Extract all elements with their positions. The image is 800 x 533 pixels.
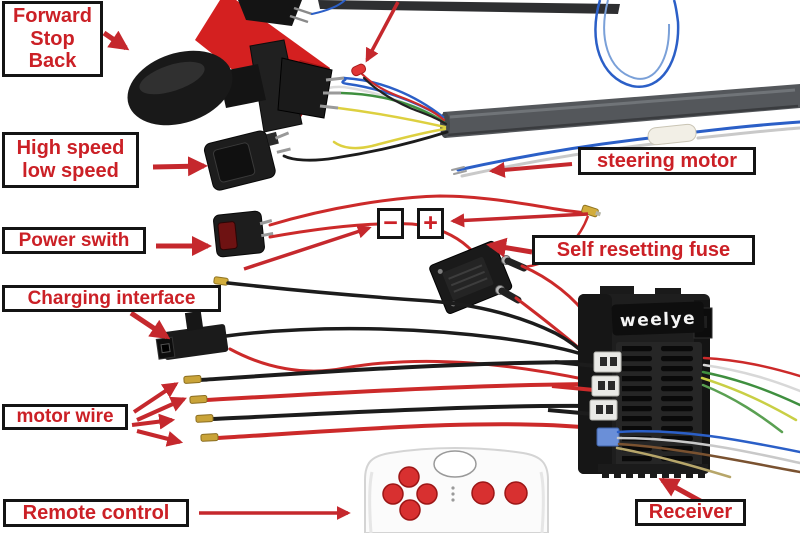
arrow-motor-wire-2 [136,396,187,422]
speed-switch [203,130,291,191]
self-resetting-fuse [429,240,528,314]
label-charging-interface: Charging interface [2,285,221,312]
label-speed-line2: low speed [22,160,119,182]
battery-connector-tip [581,204,602,218]
label-steering-motor: steering motor [578,147,756,175]
charging-wires [224,326,590,382]
harness-wire-fan [282,0,449,162]
remote-action-buttons [471,481,528,505]
annotation-arrows [102,1,704,520]
steering-wire-connector [647,123,697,146]
label-gear-line3: Back [28,50,77,73]
arrow-led-wire [365,1,400,63]
minus-symbol: − [383,209,398,237]
gray-cable [440,84,800,138]
gear-shifter [127,39,345,133]
label-receiver: Receiver [635,499,746,526]
label-gear-line2: Stop [30,27,75,50]
label-power-switch: Power swith [2,227,146,254]
receiver-plug-connectors [547,351,622,447]
remote-control [364,446,549,533]
battery-minus-box: − [377,208,404,239]
arrow-fuse [486,237,533,258]
label-speed-line1: High speed [16,137,125,160]
plus-symbol: + [423,209,438,237]
motor-wire-terminals [183,375,219,442]
label-self-resetting-fuse: Self resetting fuse [532,235,755,265]
top-cable [318,0,620,14]
weelye-brand: weelye [620,309,697,332]
remote-power-button [433,450,477,478]
arrow-battery-minus [243,224,372,271]
aux-gold-tip-wire [213,276,590,359]
label-motor-wire: motor wire [2,404,128,430]
label-speed-switch: High speed low speed [2,132,139,188]
arrow-receiver [658,477,704,505]
charging-interface [155,310,229,360]
motor-wires [183,360,596,442]
receiver-output-wires [615,356,800,479]
arrow-motor-wire-3 [131,413,176,430]
arrow-motor-wire-4 [136,429,184,447]
remote-indicator-dots [451,486,455,502]
arrow-motor-wire-1 [132,382,179,414]
label-remote-control: Remote control [3,499,189,527]
led-indicator [351,63,367,77]
power-switch [213,210,274,258]
label-gear-line1: Forward [13,5,92,28]
remote-dpad-buttons [382,466,438,521]
label-gear-shift: Forward Stop Back [2,1,103,77]
arrow-battery-plus [450,212,589,228]
arrow-speed-switch [152,156,208,177]
receiver-box: weelye [547,286,713,478]
battery-plus-box: + [417,208,444,239]
arrow-charging-interface [129,310,171,340]
blue-wire-loop [594,0,680,88]
receiver-serration [602,471,705,478]
arrow-gear-shift [102,30,130,51]
arrow-steering-motor [488,161,573,178]
